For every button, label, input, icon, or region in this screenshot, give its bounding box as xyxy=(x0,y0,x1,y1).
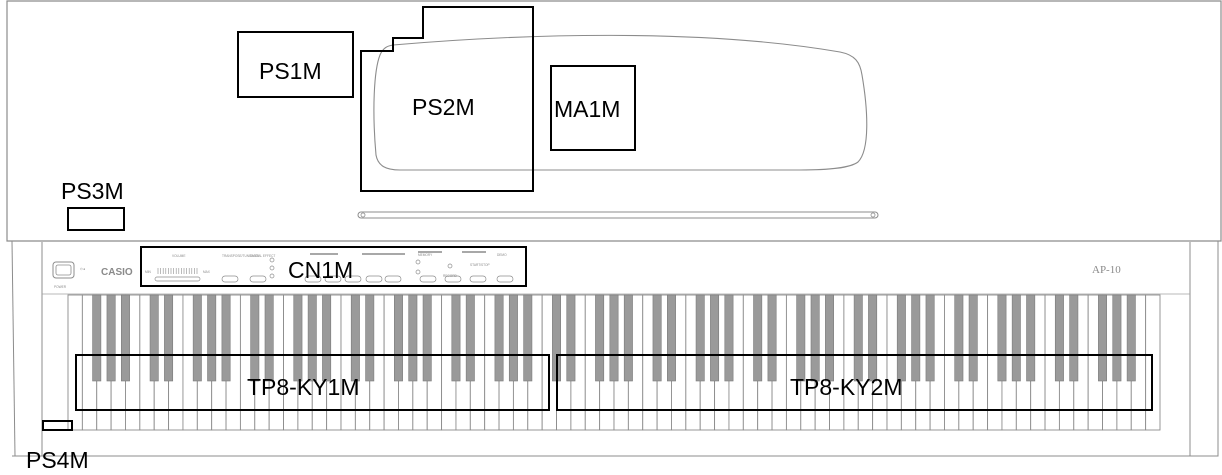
svg-text:DIGITAL EFFECT: DIGITAL EFFECT xyxy=(250,254,275,258)
black-key xyxy=(121,294,130,382)
black-key xyxy=(207,294,217,382)
black-key xyxy=(695,294,705,382)
black-key xyxy=(494,294,504,382)
black-key xyxy=(106,294,116,382)
black-key xyxy=(408,294,418,382)
svg-text:MIN: MIN xyxy=(145,270,152,274)
black-key xyxy=(1098,294,1107,382)
svg-text:TRANSPOSE/TUNE/MIDI: TRANSPOSE/TUNE/MIDI xyxy=(222,254,259,258)
black-keys xyxy=(92,294,1136,382)
panel-button xyxy=(249,275,267,283)
box-ps1m xyxy=(237,31,354,98)
label-ps1m: PS1M xyxy=(259,58,322,84)
music-rest-bar xyxy=(357,211,879,219)
black-key xyxy=(422,294,432,382)
black-key xyxy=(149,294,159,382)
black-key xyxy=(595,294,605,382)
black-key xyxy=(465,294,475,382)
panel-button xyxy=(221,275,239,283)
black-key xyxy=(264,294,274,382)
black-key xyxy=(221,294,231,382)
panel-button xyxy=(444,275,462,283)
panel-button xyxy=(384,275,402,283)
svg-text:START/STOP: START/STOP xyxy=(470,263,490,267)
box-ps3m xyxy=(67,207,125,231)
panel-button xyxy=(469,275,487,283)
svg-text:VOLUME: VOLUME xyxy=(172,254,185,258)
black-key xyxy=(652,294,662,382)
label-cn1m: CN1M xyxy=(288,257,353,283)
black-key xyxy=(667,294,676,382)
black-key xyxy=(192,294,202,382)
black-key xyxy=(1011,294,1021,382)
black-key xyxy=(997,294,1007,382)
black-key xyxy=(796,294,806,382)
black-key xyxy=(810,294,820,382)
black-key xyxy=(394,294,403,382)
black-key xyxy=(1112,294,1122,382)
power-label: POWER xyxy=(54,285,67,289)
black-key xyxy=(1026,294,1036,382)
panel-button xyxy=(496,275,514,283)
black-key xyxy=(293,294,303,382)
black-key xyxy=(925,294,935,382)
black-key xyxy=(767,294,777,382)
panel-button xyxy=(365,275,383,283)
black-key xyxy=(825,294,834,382)
black-key xyxy=(753,294,763,382)
svg-text:MEMORY: MEMORY xyxy=(418,253,433,257)
keyboard-body-outline xyxy=(12,240,1219,457)
panel-button xyxy=(304,275,322,283)
box-tp8-ky1m xyxy=(75,354,550,411)
power-switch xyxy=(52,261,75,279)
black-key xyxy=(1126,294,1136,382)
black-key xyxy=(868,294,878,382)
black-key xyxy=(954,294,964,382)
black-key xyxy=(566,294,576,382)
black-key xyxy=(523,294,533,382)
svg-text:⏻ ♠: ⏻ ♠ xyxy=(80,267,85,271)
music-stand-outline xyxy=(373,34,868,171)
box-ma1m xyxy=(550,65,636,151)
box-ps2m xyxy=(360,6,534,192)
svg-text:DEMO: DEMO xyxy=(497,253,507,257)
black-key xyxy=(350,294,360,382)
black-key xyxy=(451,294,461,382)
black-key xyxy=(853,294,863,382)
label-ma1m: MA1M xyxy=(554,96,620,122)
svg-text:MAX: MAX xyxy=(203,270,211,274)
black-key xyxy=(710,294,720,382)
panel-button xyxy=(324,275,342,283)
label-ps3m: PS3M xyxy=(61,178,124,204)
black-key xyxy=(164,294,174,382)
black-key xyxy=(508,294,518,382)
label-tp8-ky1m: TP8-KY1M xyxy=(247,374,359,400)
box-cn1m xyxy=(140,246,527,287)
black-key xyxy=(1054,294,1064,382)
black-key xyxy=(724,294,734,382)
model-name: AP-10 xyxy=(1092,264,1121,276)
box-ps4m xyxy=(42,420,73,431)
brand-logo: CASIO xyxy=(101,267,133,278)
panel-button xyxy=(344,275,362,283)
control-panel: VOLUME MIN MAX TRANSPOSE/TUNE/MIDI DIGIT… xyxy=(145,251,514,283)
label-ps2m: PS2M xyxy=(412,94,475,120)
black-key xyxy=(609,294,619,382)
black-key xyxy=(365,294,375,382)
black-key xyxy=(1069,294,1079,382)
black-key xyxy=(623,294,633,382)
panel-button xyxy=(419,275,437,283)
black-key xyxy=(307,294,317,382)
black-key xyxy=(250,294,260,382)
label-ps4m: PS4M xyxy=(26,447,89,473)
black-key xyxy=(896,294,906,382)
label-tp8-ky2m: TP8-KY2M xyxy=(790,374,902,400)
black-key xyxy=(92,294,102,382)
black-key xyxy=(968,294,978,382)
black-key xyxy=(322,294,332,382)
box-tp8-ky2m xyxy=(556,354,1153,411)
black-key xyxy=(911,294,921,382)
